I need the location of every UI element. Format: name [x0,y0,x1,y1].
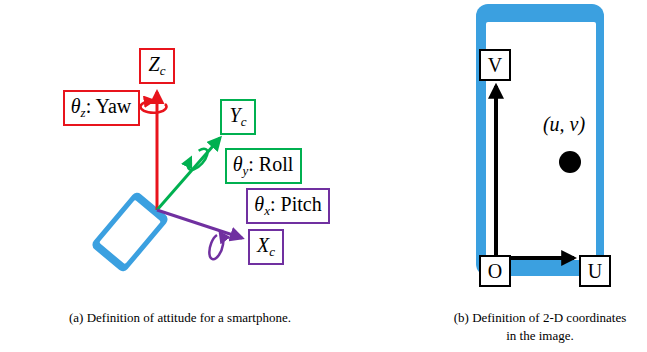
box-text: θy: Roll [233,153,294,178]
axis-label: Xc [248,229,284,265]
phone-screen [476,4,604,276]
rotation-label: θz: Yaw [63,90,140,126]
axis-label: O [479,255,511,287]
rotation-label: θx: Pitch [246,188,330,224]
box-text: Yc [230,104,247,129]
z-axis [156,92,159,210]
yaw-rotation [140,101,166,113]
rotation-label: θy: Roll [225,148,302,184]
axis-label: Zc [139,48,175,84]
box-text: V [488,54,502,76]
axis-label: V [479,49,511,81]
axis-label: Yc [220,99,256,135]
box-text: Zc [149,53,166,78]
caption: (a) Definition of attitude for a smartph… [40,309,320,327]
box-text: O [488,260,502,282]
y-axis [157,138,220,210]
box-text: U [588,260,602,282]
caption: (b) Definition of 2-D coordinates in the… [450,309,630,344]
roll-rotation [185,146,211,173]
box-text: Xc [257,234,275,259]
box-text: θz: Yaw [71,95,131,120]
pitch-rotation [207,233,226,261]
axis-label: U [579,255,611,287]
x-axis [157,210,242,238]
box-text: θx: Pitch [254,193,321,218]
point-label: (u, v) [524,111,604,138]
